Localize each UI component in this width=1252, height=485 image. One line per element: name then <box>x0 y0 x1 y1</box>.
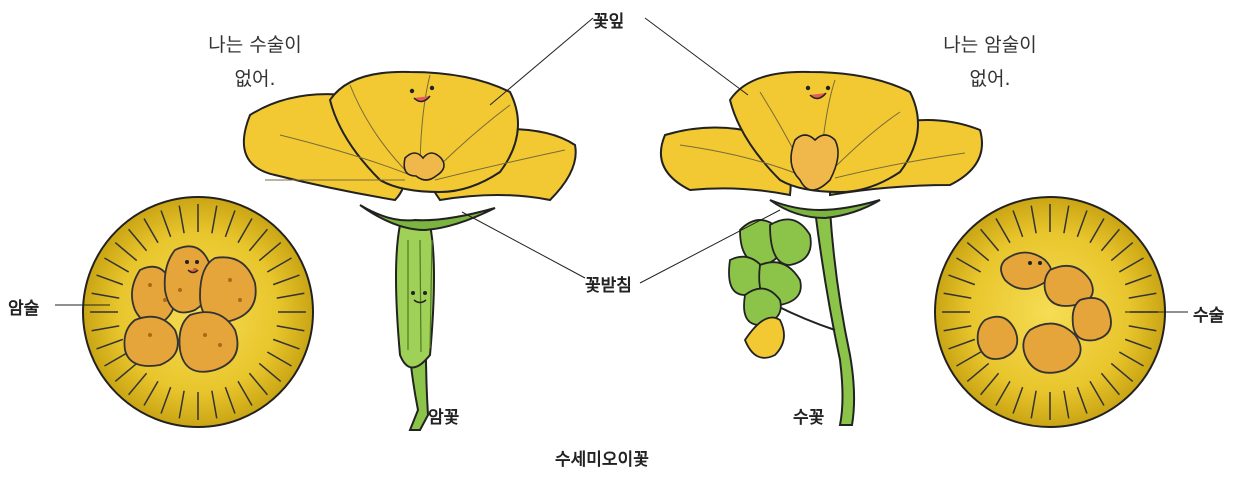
male-speech-bubble: 나는 암술이 없어. <box>910 28 1070 96</box>
male-stem <box>815 210 854 425</box>
female-speech-bubble: 나는 수술이 없어. <box>175 28 335 96</box>
pistil-magnified-circle <box>83 197 313 427</box>
pistil-label: 암술 <box>8 294 39 319</box>
male-sepal <box>770 200 880 218</box>
female-ovary <box>396 225 434 368</box>
male-flower-label: 수꽃 <box>793 403 824 428</box>
male-speech-line1: 나는 암술이 <box>910 28 1070 62</box>
female-speech-line2: 없어. <box>175 62 335 96</box>
stamen-label: 수술 <box>1193 301 1224 326</box>
male-speech-line2: 없어. <box>910 62 1070 96</box>
female-speech-line1: 나는 수술이 <box>175 28 335 62</box>
male-buds <box>729 219 811 325</box>
sepal-label: 꽃받침 <box>585 271 632 296</box>
male-flower <box>661 72 982 425</box>
caption: 수세미오이꽃 <box>555 445 649 470</box>
female-sepal <box>360 205 495 230</box>
female-flower-label: 암꽃 <box>428 403 459 428</box>
petal-label: 꽃잎 <box>593 7 624 32</box>
